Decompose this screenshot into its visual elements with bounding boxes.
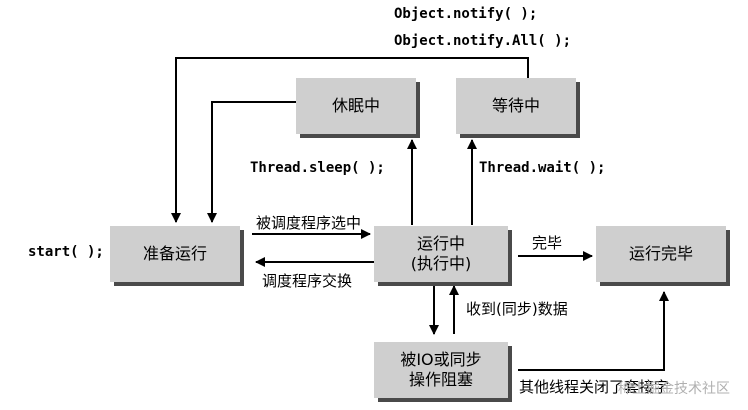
start-label: start( ); xyxy=(28,244,104,260)
state-blocked-label-2: 操作阻塞 xyxy=(408,370,473,389)
state-ready-label: 准备运行 xyxy=(142,244,207,263)
state-running: 运行中 (执行中) xyxy=(374,226,508,282)
state-sleeping-label: 休眠中 xyxy=(331,96,380,115)
watermark: 稀土掘金技术社区 xyxy=(618,381,730,397)
finish-label: 完毕 xyxy=(532,234,563,252)
state-waiting-label: 等待中 xyxy=(491,96,540,115)
sleep-label: Thread.sleep( ); xyxy=(250,160,385,176)
notify-label: Object.notify( ); xyxy=(394,6,538,22)
state-done-label: 运行完毕 xyxy=(628,244,693,263)
state-running-label-2: (执行中) xyxy=(410,254,472,273)
other-thread-label: 其他线程关闭了套接字 xyxy=(519,378,670,396)
state-blocked: 被IO或同步 操作阻塞 xyxy=(374,342,508,398)
state-running-label-1: 运行中 xyxy=(416,234,465,253)
state-sleeping: 休眠中 xyxy=(296,78,416,134)
state-ready: 准备运行 xyxy=(110,226,240,282)
state-blocked-label-1: 被IO或同步 xyxy=(400,350,482,369)
wait-label: Thread.wait( ); xyxy=(479,160,606,176)
notify-all-label: Object.notify.All( ); xyxy=(394,33,572,49)
arrow-notify xyxy=(171,57,529,223)
scheduled-label: 被调度程序选中 xyxy=(256,214,362,232)
state-waiting: 等待中 xyxy=(456,78,576,134)
arrow-sleep-return xyxy=(207,101,296,223)
swapped-label: 调度程序交换 xyxy=(262,272,353,290)
state-done: 运行完毕 xyxy=(596,226,726,282)
receive-label: 收到(同步)数据 xyxy=(466,300,568,318)
arrow-other-thread xyxy=(518,291,669,371)
